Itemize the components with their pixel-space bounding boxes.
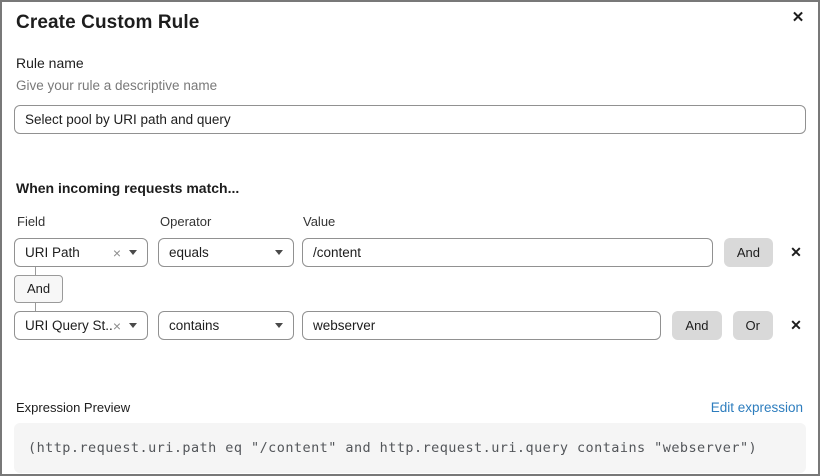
operator-select-value: equals	[169, 245, 209, 260]
rule-name-input[interactable]	[14, 105, 806, 134]
condition-row: URI Query St... × contains And Or ✕	[14, 311, 806, 340]
connector-line	[35, 303, 36, 311]
chevron-down-icon	[129, 323, 137, 328]
field-select-value: URI Query St...	[25, 318, 113, 333]
add-and-condition-button[interactable]: And	[672, 311, 722, 340]
condition-column-labels: Field Operator Value	[14, 214, 806, 229]
add-and-condition-button[interactable]: And	[723, 238, 773, 267]
condition-connector: And	[14, 267, 806, 311]
clear-selection-icon[interactable]: ×	[112, 244, 121, 261]
operator-select[interactable]: contains	[158, 311, 294, 340]
close-icon[interactable]: ✕	[787, 7, 809, 29]
and-connector-badge[interactable]: And	[14, 275, 64, 303]
clear-selection-icon[interactable]: ×	[112, 317, 121, 334]
operator-column-label: Operator	[160, 214, 212, 229]
connector-line	[35, 267, 36, 275]
chevron-down-icon	[275, 323, 283, 328]
page-title: Create Custom Rule	[16, 12, 200, 33]
field-select-value: URI Path	[25, 245, 80, 260]
match-heading: When incoming requests match...	[16, 180, 240, 196]
field-select[interactable]: URI Query St... ×	[14, 311, 148, 340]
field-column-label: Field	[17, 214, 46, 229]
add-or-condition-button[interactable]: Or	[732, 311, 773, 340]
field-select[interactable]: URI Path ×	[14, 238, 148, 267]
expression-code-block: (http.request.uri.path eq "/content" and…	[14, 423, 806, 473]
value-input[interactable]	[302, 238, 713, 267]
operator-select-value: contains	[169, 318, 220, 333]
value-input[interactable]	[302, 311, 662, 340]
remove-row-icon[interactable]: ✕	[787, 316, 805, 336]
chevron-down-icon	[129, 250, 137, 255]
value-column-label: Value	[303, 214, 336, 229]
expression-preview-label: Expression Preview	[16, 400, 131, 415]
expression-code: (http.request.uri.path eq "/content" and…	[28, 440, 758, 456]
condition-row: URI Path × equals And ✕	[14, 238, 806, 267]
expression-preview-header: Expression Preview Edit expression	[14, 400, 806, 415]
rule-name-label: Rule name	[16, 55, 84, 71]
remove-row-icon[interactable]: ✕	[787, 243, 805, 263]
rule-name-helper: Give your rule a descriptive name	[16, 78, 218, 93]
edit-expression-link[interactable]: Edit expression	[710, 400, 803, 415]
chevron-down-icon	[275, 250, 283, 255]
operator-select[interactable]: equals	[158, 238, 294, 267]
